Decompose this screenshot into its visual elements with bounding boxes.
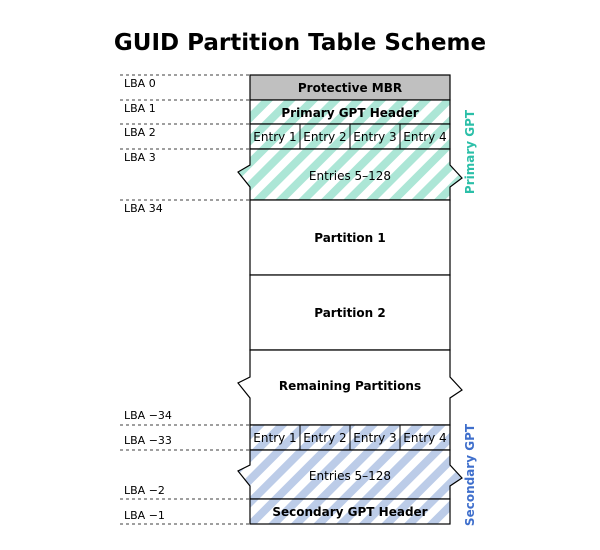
secondary-entry-2: Entry 2 <box>303 431 346 445</box>
secondary-entry-4: Entry 4 <box>403 431 446 445</box>
primary-entry-1: Entry 1 <box>253 130 296 144</box>
lba-label-1: LBA 1 <box>124 102 156 115</box>
primary-entry-dividers <box>299 124 401 149</box>
secondary-gpt-side-label: Secondary GPT <box>463 423 477 526</box>
lba-guide-lines <box>120 74 250 525</box>
secondary-entry-dividers <box>299 425 401 450</box>
primary-entries-rest-label: Entries 5–128 <box>309 169 391 183</box>
primary-gpt-side-label: Primary GPT <box>463 109 477 194</box>
secondary-entries-rest-label: Entries 5–128 <box>309 469 391 483</box>
protective-mbr-label: Protective MBR <box>298 81 402 95</box>
remaining-partitions-label: Remaining Partitions <box>279 379 421 393</box>
lba-label-34: LBA 34 <box>124 202 163 215</box>
primary-entry-3: Entry 3 <box>353 130 396 144</box>
lba-label-minus-33: LBA −33 <box>124 434 172 447</box>
partition-2-label: Partition 2 <box>314 306 386 320</box>
lba-label-3: LBA 3 <box>124 151 156 164</box>
lba-label-minus-2: LBA −2 <box>124 484 165 497</box>
lba-label-minus-34: LBA −34 <box>124 409 172 422</box>
secondary-gpt-header-block <box>249 498 451 525</box>
secondary-gpt-header-label: Secondary GPT Header <box>272 505 427 519</box>
secondary-entry-3: Entry 3 <box>353 431 396 445</box>
partition-1-block <box>249 199 451 276</box>
primary-gpt-header-label: Primary GPT Header <box>281 106 418 120</box>
secondary-entry-1: Entry 1 <box>253 431 296 445</box>
primary-gpt-header-block <box>249 99 451 125</box>
primary-entry-4: Entry 4 <box>403 130 446 144</box>
partition-1-label: Partition 1 <box>314 231 386 245</box>
lba-label-2: LBA 2 <box>124 126 156 139</box>
primary-entry-2: Entry 2 <box>303 130 346 144</box>
protective-mbr-block <box>249 74 451 101</box>
diagram-title: GUID Partition Table Scheme <box>114 30 486 56</box>
lba-label-minus-1: LBA −1 <box>124 509 165 522</box>
lba-label-0: LBA 0 <box>124 77 156 90</box>
